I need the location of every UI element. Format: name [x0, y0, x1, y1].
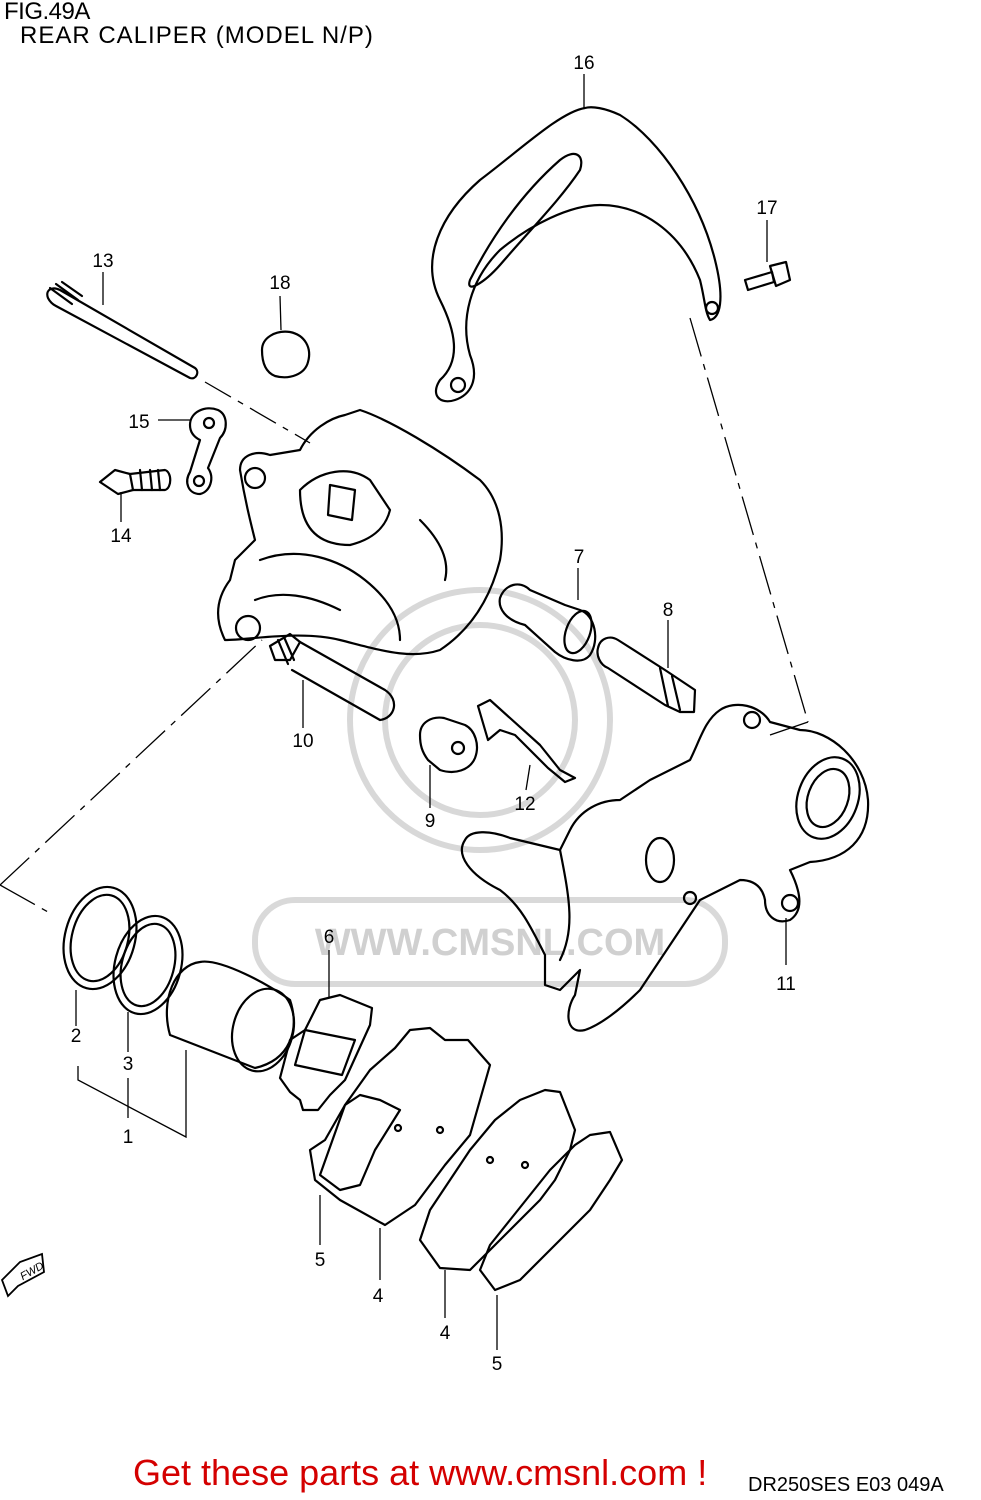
part-16-hole: [449, 376, 467, 394]
callout-5-right: 5: [492, 1354, 503, 1375]
part-5-shim-right: [478, 1130, 624, 1292]
callout-18: 18: [269, 273, 290, 294]
part-13-pin: [46, 280, 199, 380]
figure-number: FIG.49A: [4, 0, 90, 25]
callout-9: 9: [425, 811, 436, 832]
part-5-shim-left: [318, 1093, 402, 1192]
callout-3: 3: [123, 1054, 134, 1075]
part-8-pin: [596, 636, 697, 714]
part-18-cap: [260, 330, 311, 379]
callout-2: 2: [71, 1026, 82, 1047]
part-4-pad-left: [308, 1026, 492, 1227]
part-12-pad-spring: [476, 698, 577, 784]
part-11-caliper-bracket: [460, 703, 870, 1032]
fwd-arrow-icon: FWD: [0, 1252, 46, 1298]
callout-13: 13: [92, 251, 113, 272]
callout-17: 17: [756, 198, 777, 219]
part-17-bolt: [743, 260, 792, 292]
callout-4-right: 4: [440, 1323, 451, 1344]
callout-labels: 16 17 13 18 15 14 7 8 10 9 12 6 2 3 1 11…: [71, 53, 796, 1375]
callout-12: 12: [514, 794, 535, 815]
callout-7: 7: [574, 547, 585, 568]
part-10-slide-pin: [268, 632, 396, 722]
part-16-slot: [468, 152, 583, 288]
leader-lines: [0, 74, 809, 1350]
callout-8: 8: [663, 600, 674, 621]
pad-hole: [435, 1125, 445, 1135]
part-7-sleeve: [498, 583, 597, 662]
watermark-text: WWW.CMSNL.COM: [315, 922, 665, 964]
part-6-shim: [278, 993, 374, 1112]
part-15-bracket: [186, 407, 227, 496]
pad-hole: [485, 1155, 495, 1165]
callout-14: 14: [110, 526, 132, 547]
figure-title: REAR CALIPER (MODEL N/P): [20, 22, 374, 49]
callout-15: 15: [128, 412, 149, 433]
watermark: [252, 587, 728, 987]
part-16-caliper-bracket-arm: [431, 106, 722, 403]
callout-4-left: 4: [373, 1286, 384, 1307]
callout-10: 10: [292, 731, 313, 752]
callout-11: 11: [776, 974, 796, 995]
callout-6: 6: [324, 927, 335, 948]
part-15-hole-top: [202, 416, 216, 430]
callout-1: 1: [123, 1127, 134, 1148]
part-15-hole-bottom: [192, 474, 206, 488]
pad-hole: [520, 1160, 530, 1170]
part-9-boot: [418, 716, 479, 774]
part-3-seal: [112, 914, 184, 1016]
part-16-pivot-hole: [704, 300, 720, 316]
callout-5-left: 5: [315, 1250, 326, 1271]
caliper-body: [216, 408, 503, 656]
part-4-pad-right: [418, 1088, 577, 1272]
part-9-hole: [450, 740, 466, 756]
footer-code: DR250SES E03 049A: [748, 1474, 944, 1496]
callout-16: 16: [573, 53, 594, 74]
pad-hole: [393, 1123, 403, 1133]
part-14-bleeder: [98, 468, 172, 496]
footer-link[interactable]: Get these parts at www.cmsnl.com !: [133, 1452, 708, 1493]
part-6-shim-inner: [293, 1028, 357, 1077]
